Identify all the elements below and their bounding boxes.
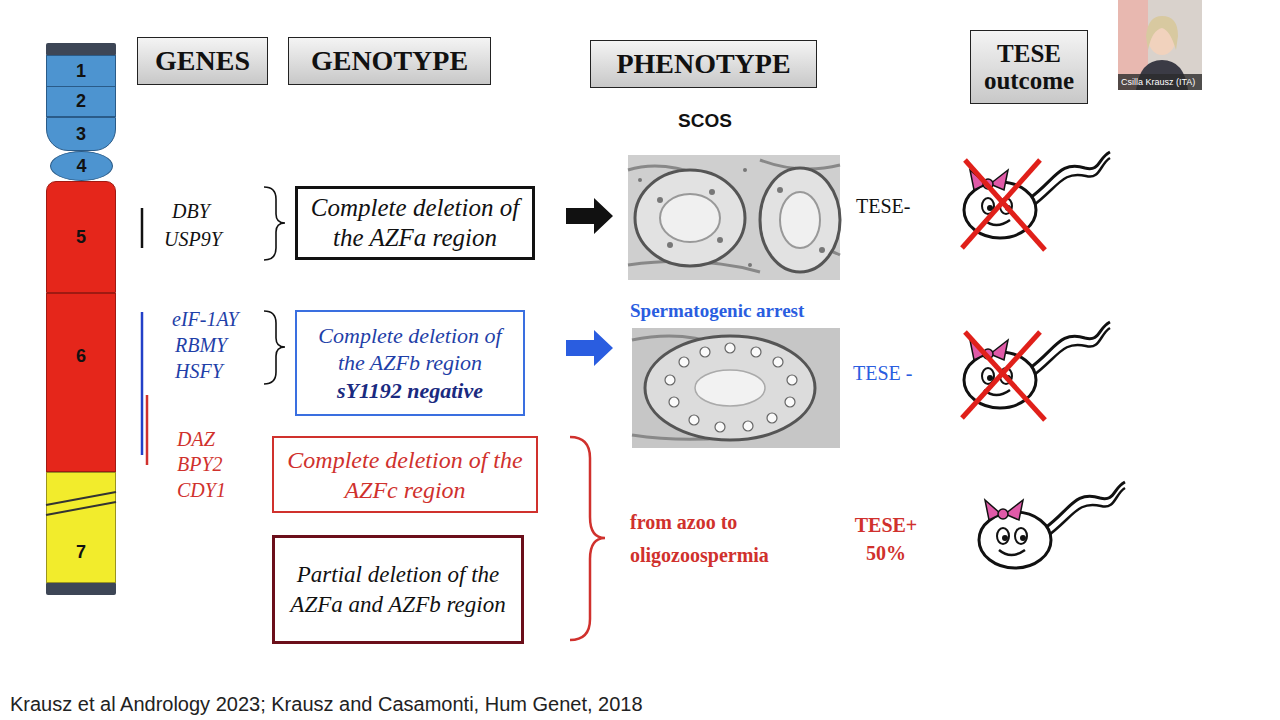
box-text: Complete deletion of the AZFb region	[305, 322, 515, 377]
phenotype-label: Spermatogenic arrest	[630, 300, 804, 322]
header-box: PHENOTYPE	[590, 40, 817, 88]
gene-bar	[141, 208, 144, 248]
chromosome-cap	[46, 582, 116, 595]
gene-name: DAZ	[177, 428, 215, 451]
gene-name: BPY2	[177, 453, 223, 476]
histology-image	[628, 155, 840, 280]
gene-name: DBY	[172, 200, 210, 223]
box-text: PHENOTYPE	[616, 49, 790, 80]
chromosome-band: 6	[46, 293, 116, 472]
phenotype-label: from azoo to oligozoospermia	[630, 506, 830, 572]
chromosome-band: 5	[46, 181, 116, 293]
box-text: GENOTYPE	[311, 46, 468, 77]
tese-result: TESE -	[853, 362, 912, 385]
header-box: TESE outcome	[970, 30, 1088, 104]
chromosome-band: 4	[50, 151, 113, 181]
chromosome-band: 1	[46, 55, 116, 87]
gene-name: CDY1	[177, 479, 226, 502]
cross-mark	[965, 332, 1045, 420]
gene-name: USP9Y	[164, 228, 222, 251]
gene-bar	[146, 395, 149, 465]
chromosome-band: 3	[46, 117, 116, 151]
box-text: Partial deletion of the AZFa and AZFb re…	[283, 560, 513, 620]
box-text: 5	[76, 227, 86, 248]
header-box: GENES	[137, 37, 268, 85]
box-text: 4	[76, 156, 86, 177]
cross-mark	[965, 160, 1045, 250]
box-text: 1	[76, 61, 86, 82]
header-box: GENOTYPE	[288, 37, 491, 85]
citation: Krausz et al Andrology 2023; Krausz and …	[10, 693, 643, 716]
gene-name: eIF-1AY	[172, 308, 239, 331]
box-text: sY1192 negative	[337, 377, 483, 405]
genotype-box: Partial deletion of the AZFa and AZFb re…	[272, 535, 524, 644]
genotype-box: Complete deletion of the AZFa region	[295, 186, 535, 260]
arrow-symbol	[566, 198, 613, 234]
histology-image	[632, 328, 840, 448]
cross-mark	[962, 160, 1040, 248]
box-text: 6	[76, 346, 86, 367]
gene-name: HSFY	[175, 360, 223, 383]
phenotype-label: SCOS	[678, 110, 732, 132]
chromosome-band: 7	[46, 472, 116, 583]
box-text: TESE outcome	[971, 40, 1087, 95]
box-text: GENES	[155, 46, 250, 77]
cross-mark	[962, 332, 1040, 418]
gene-name: RBMY	[175, 334, 227, 357]
webcam-thumbnail	[1118, 0, 1202, 90]
brace	[264, 311, 285, 384]
box-text: 7	[76, 542, 86, 563]
box-text: Complete deletion of the AZFa region	[306, 193, 524, 253]
chromosome-band: 2	[46, 87, 116, 117]
tese-result: TESE-	[856, 195, 910, 218]
tese-result: TESE+ 50%	[850, 511, 922, 567]
gene-bar	[141, 312, 144, 455]
box-text: 2	[76, 91, 86, 112]
brace	[570, 437, 605, 640]
genotype-box: Complete deletion of the AZFc region	[272, 436, 538, 513]
webcam-name: Csilla Krausz (ITA)	[1121, 77, 1195, 87]
brace	[264, 187, 285, 260]
arrow-symbol	[566, 330, 613, 366]
genotype-box: Complete deletion of the AZFb regionsY11…	[295, 310, 525, 416]
box-text: 3	[76, 124, 86, 145]
box-text: Complete deletion of the AZFc region	[282, 445, 528, 505]
